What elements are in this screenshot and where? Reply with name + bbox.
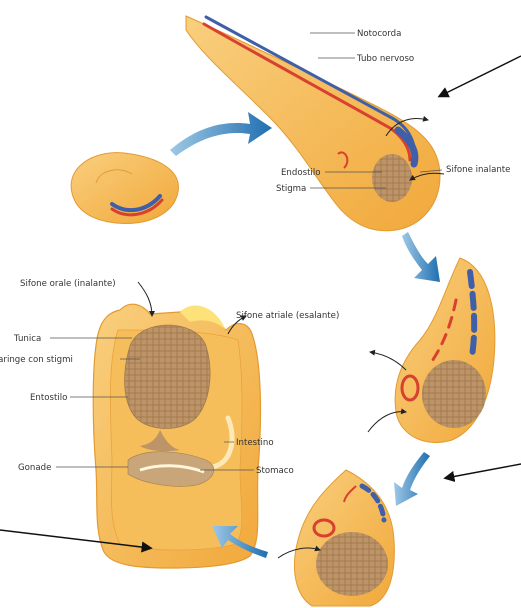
cycle-arrow-icon (170, 112, 272, 156)
label-tunic: Tunica (13, 334, 41, 344)
pointer-arrow-icon (446, 464, 521, 478)
egg-stage (71, 153, 178, 224)
label-inhalant-siphon-larva: Sifone inalante (446, 165, 510, 175)
cycle-arrow-icon (402, 232, 440, 282)
label-endostyle-adult: Entostilo (30, 393, 67, 403)
label-gonad: Gonade (18, 463, 51, 473)
label-notochord: Notocorda (357, 29, 401, 39)
label-atrial-siphon: Sifone atriale (esalante) (236, 311, 339, 321)
pharynx-basket (125, 325, 210, 429)
label-pharynx: Faringe con stigmi (0, 355, 73, 365)
cycle-arrow-icon (394, 452, 430, 506)
metamorphosis-stage-1 (368, 258, 495, 442)
metamorphosis-stage-2 (278, 470, 394, 606)
label-intestine: Intestino (236, 438, 274, 448)
label-oral-siphon: Sifone orale (inalante) (20, 279, 116, 289)
adult-ascidian (93, 282, 260, 568)
tadpole-larva (186, 16, 444, 231)
pointer-arrow-icon (440, 56, 521, 96)
label-nerve-tube: Tubo nervoso (356, 54, 414, 64)
larva-pharynx (372, 154, 412, 202)
label-stigma: Stigma (276, 184, 306, 194)
label-endostyle-larva: Endostilo (281, 168, 320, 178)
label-stomach: Stomaco (256, 466, 294, 476)
